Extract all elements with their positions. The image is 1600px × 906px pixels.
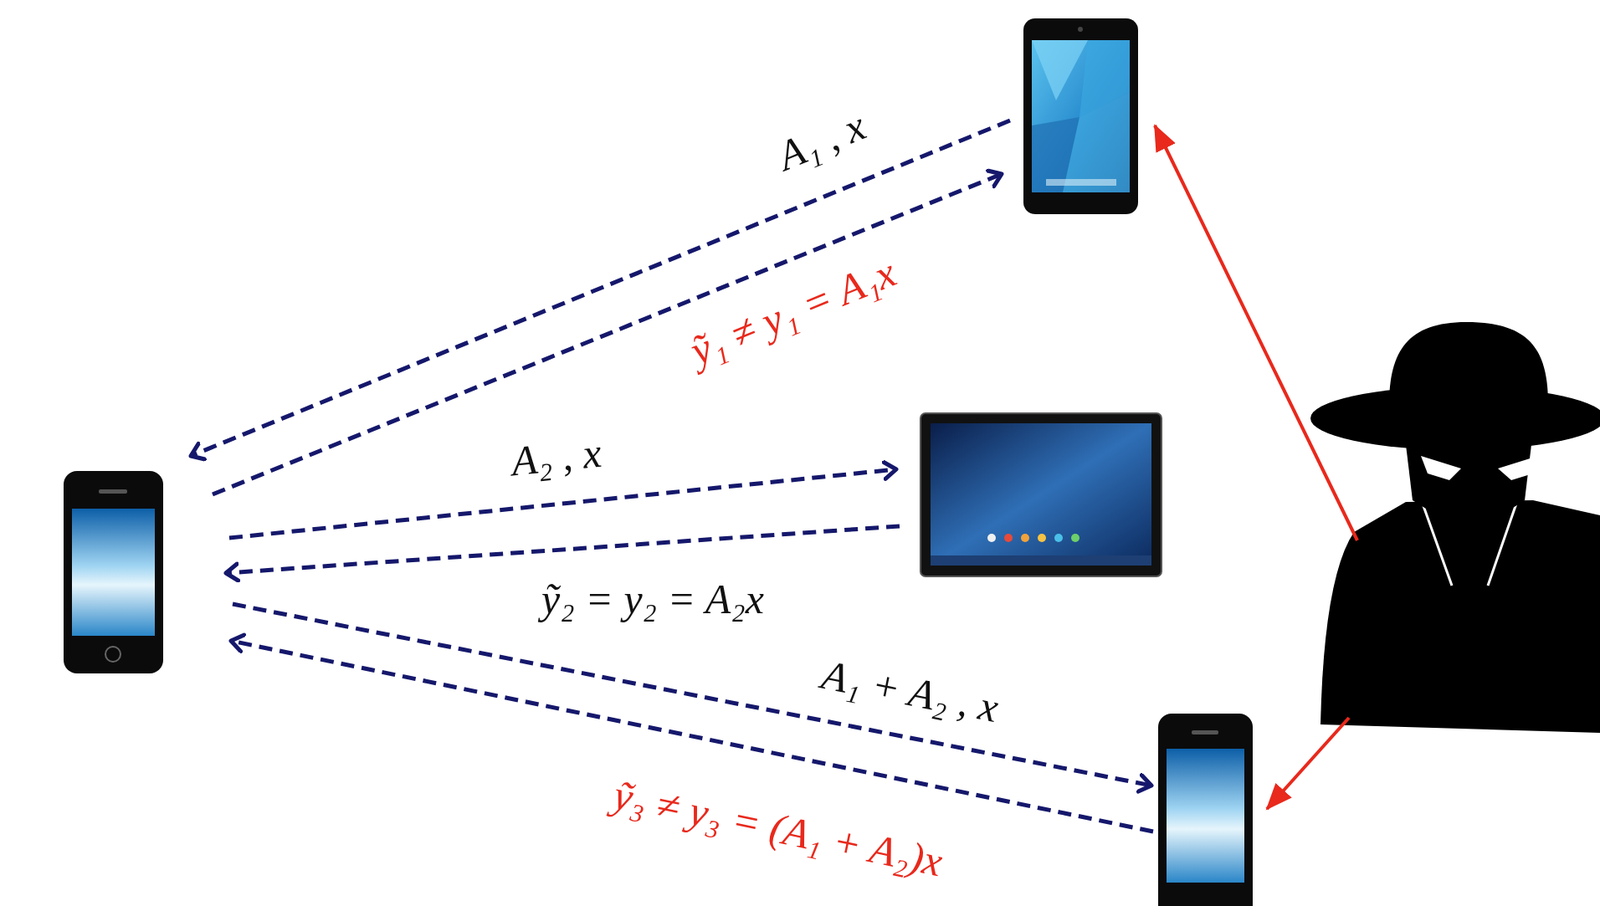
tablet-body <box>1023 18 1139 215</box>
phone-speaker <box>1191 730 1219 735</box>
hat-brim <box>1310 386 1600 451</box>
app-icon <box>1020 533 1030 543</box>
request-label: A₁ , x <box>766 100 877 181</box>
attack-arrow <box>1154 125 1358 541</box>
attacker-eye <box>1420 456 1462 481</box>
message-arrows <box>190 120 1154 832</box>
tablet-body <box>920 413 1162 577</box>
phone-screen <box>71 508 155 636</box>
attacker-coat <box>1320 500 1600 734</box>
app-icon <box>1054 533 1063 543</box>
request-label: A₂ , x <box>504 428 610 485</box>
attack-arrows <box>1154 125 1358 810</box>
app-icon <box>1037 533 1047 543</box>
return-arrow <box>190 120 1011 457</box>
app-icon <box>1071 533 1080 543</box>
tablet-screen <box>1031 40 1130 193</box>
return-arrow <box>225 526 900 574</box>
attacker-silhouette <box>1310 322 1600 734</box>
app-icon <box>1004 533 1013 543</box>
app-icon <box>987 533 996 543</box>
phone-screen <box>1166 748 1245 883</box>
send-arrow <box>212 174 1002 495</box>
master-phone <box>63 471 164 674</box>
phone-speaker <box>98 489 128 494</box>
request-label: A₁ + A₂ , x <box>813 650 1008 733</box>
screen-facet <box>1062 92 1130 193</box>
tablet-screen <box>930 423 1152 566</box>
worker-tablet-2 <box>920 413 1162 577</box>
attack-arrow <box>1266 717 1349 810</box>
tablet-camera <box>1077 26 1083 32</box>
screen-facet <box>1031 40 1088 101</box>
attacker-eye <box>1497 456 1539 481</box>
worker-tablet-1 <box>1023 18 1139 215</box>
phone-button <box>105 646 121 662</box>
result-label: ỹ₃ ≠ y₃ = (A₁ + A₂)x <box>605 770 952 887</box>
result-label: ỹ₁ ≠ y₁ = A₁x <box>679 246 908 376</box>
phone-body <box>63 471 164 674</box>
send-arrow <box>232 604 1152 786</box>
dock-bar <box>930 555 1152 566</box>
phone-body <box>1158 713 1253 906</box>
icon-row <box>1046 179 1117 186</box>
worker-phone-3 <box>1158 713 1253 906</box>
result-label: ỹ₂ = y₂ = A₂x <box>536 576 770 623</box>
